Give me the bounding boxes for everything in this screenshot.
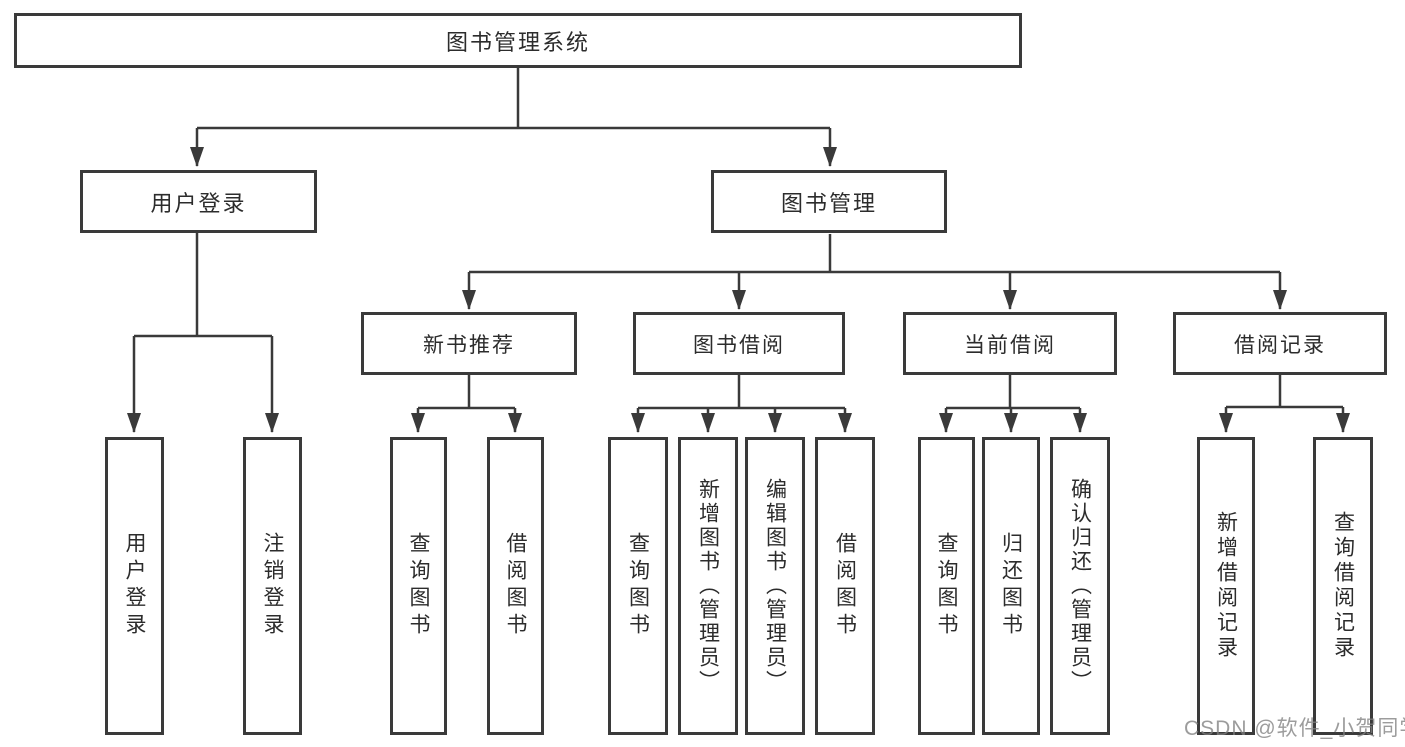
- node-user-login: 用户登录: [80, 170, 317, 233]
- leaf-borrowing-query-books-label: 查询图书: [626, 532, 650, 640]
- leaf-borrowing-borrow-books: 借阅图书: [815, 437, 875, 735]
- leaf-records-add-record: 新增借阅记录: [1197, 437, 1255, 735]
- leaf-current-return-books: 归还图书: [982, 437, 1040, 735]
- leaf-current-confirm-return-admin-label: 确认归还（管理员）: [1068, 478, 1092, 694]
- leaf-recommend-query-books: 查询图书: [390, 437, 447, 735]
- leaf-logout-label: 注销登录: [261, 532, 284, 640]
- leaf-user-login-label: 用户登录: [123, 532, 146, 640]
- node-root-system: 图书管理系统: [14, 13, 1022, 68]
- leaf-borrowing-add-books-admin-label: 新增图书（管理员）: [696, 478, 720, 694]
- node-current-borrowing: 当前借阅: [903, 312, 1117, 375]
- leaf-borrowing-edit-books-admin: 编辑图书（管理员）: [745, 437, 805, 735]
- leaf-borrowing-borrow-books-label: 借阅图书: [833, 532, 857, 640]
- leaf-records-add-record-label: 新增借阅记录: [1214, 511, 1238, 661]
- node-book-management: 图书管理: [711, 170, 947, 233]
- leaf-recommend-borrow-books-label: 借阅图书: [504, 532, 527, 640]
- leaf-borrowing-add-books-admin: 新增图书（管理员）: [678, 437, 738, 735]
- csdn-watermark: CSDN @软件_小贺同学: [1184, 717, 1405, 740]
- leaf-records-query-record-label: 查询借阅记录: [1331, 511, 1355, 661]
- node-new-book-recommend: 新书推荐: [361, 312, 577, 375]
- leaf-current-return-books-label: 归还图书: [999, 532, 1023, 640]
- leaf-recommend-query-books-label: 查询图书: [407, 532, 430, 640]
- leaf-recommend-borrow-books: 借阅图书: [487, 437, 544, 735]
- node-borrowing-records: 借阅记录: [1173, 312, 1387, 375]
- leaf-current-query-books: 查询图书: [918, 437, 975, 735]
- leaf-borrowing-query-books: 查询图书: [608, 437, 668, 735]
- leaf-logout: 注销登录: [243, 437, 302, 735]
- leaf-borrowing-edit-books-admin-label: 编辑图书（管理员）: [763, 478, 787, 694]
- leaf-current-confirm-return-admin: 确认归还（管理员）: [1050, 437, 1110, 735]
- leaf-records-query-record: 查询借阅记录: [1313, 437, 1373, 735]
- node-book-borrowing: 图书借阅: [633, 312, 845, 375]
- leaf-current-query-books-label: 查询图书: [935, 532, 958, 640]
- leaf-user-login: 用户登录: [105, 437, 164, 735]
